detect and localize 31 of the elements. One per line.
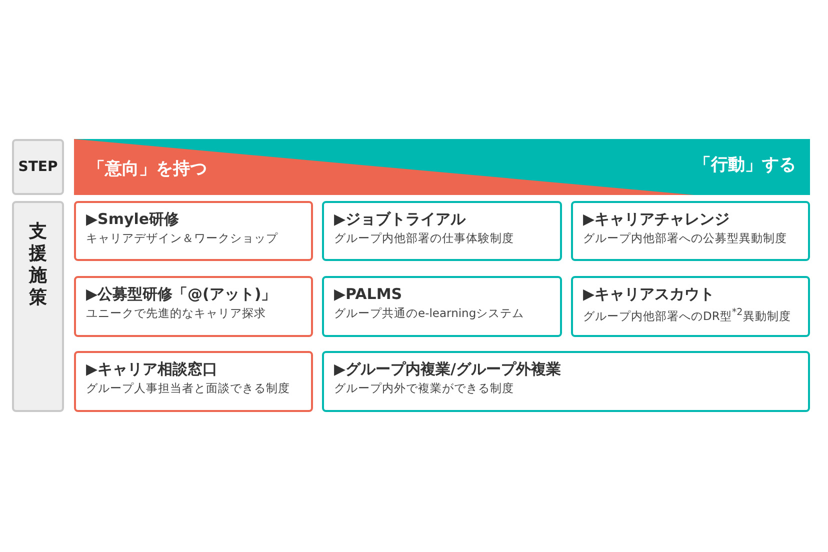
- program-description: ユニークで先進的なキャリア探求: [86, 305, 266, 322]
- program-box: [322, 276, 562, 337]
- program-box: [571, 201, 810, 261]
- program-description: グループ内他部署へのDR型$^{*2}$異動制度: [583, 306, 791, 325]
- header-label: 支援施策: [28, 221, 48, 309]
- program-description: グループ人事担当者と面談できる制度: [86, 380, 290, 397]
- program-box: [74, 351, 313, 412]
- program-description: グループ内他部署への公募型異動制度: [583, 230, 787, 247]
- program-box: [322, 351, 810, 412]
- program-box: [74, 201, 313, 261]
- program-box: [571, 276, 810, 337]
- program-title: ▶グループ内複業/グループ外複業: [334, 359, 562, 379]
- header-cell: [12, 201, 64, 412]
- program-description: グループ共通のe-learningシステム: [334, 305, 524, 322]
- program-description: キャリアデザイン＆ワークショップ: [86, 230, 278, 247]
- header-label: STEP: [18, 159, 58, 175]
- band-label: 「意向」を持つ: [88, 158, 207, 180]
- program-description: グループ内他部署の仕事体験制度: [334, 230, 514, 247]
- program-title: ▶PALMS: [334, 284, 402, 304]
- header-cell: [12, 139, 64, 195]
- program-title: ▶Smyle研修: [86, 209, 180, 229]
- step-band: [74, 139, 810, 195]
- program-title: ▶キャリアチャレンジ: [583, 209, 730, 229]
- program-title: ▶ジョブトライアル: [334, 209, 466, 229]
- band-label: 「行動」する: [694, 154, 796, 176]
- program-box: [322, 201, 562, 261]
- program-title: ▶キャリアスカウト: [583, 284, 715, 304]
- program-title: ▶公募型研修「@(アット)」: [86, 284, 276, 304]
- program-box: [74, 276, 313, 337]
- program-description: グループ内外で複業ができる制度: [334, 380, 514, 397]
- program-title: ▶キャリア相談窓口: [86, 359, 218, 379]
